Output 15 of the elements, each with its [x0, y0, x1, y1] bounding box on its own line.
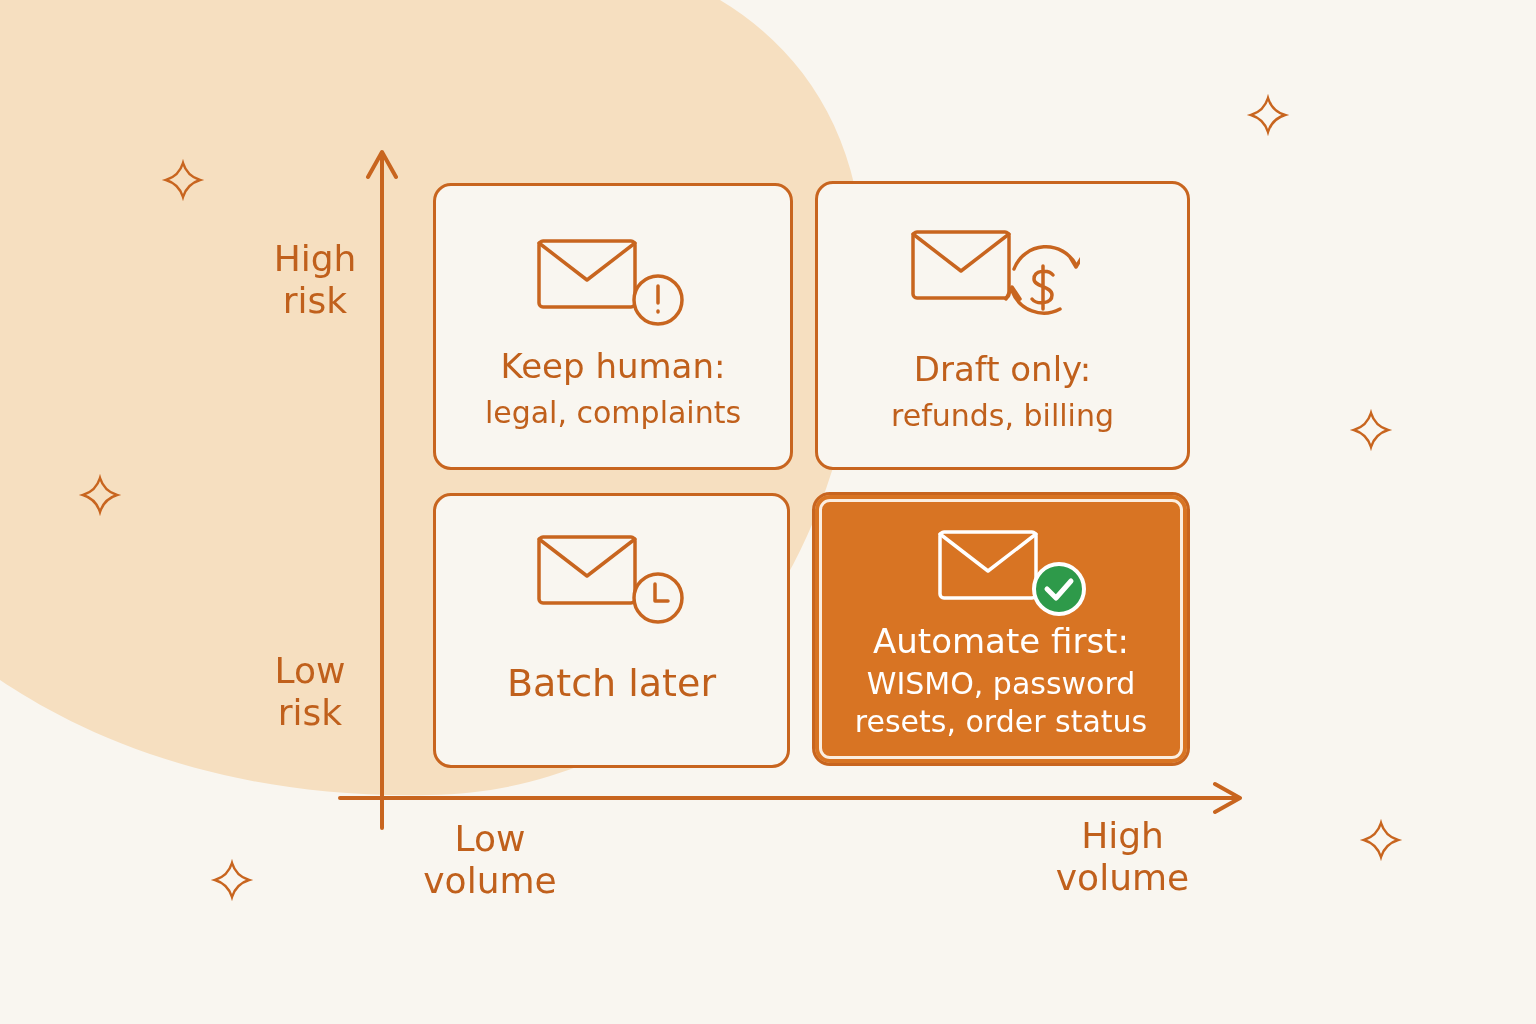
quadrant-title: Automate first: [872, 621, 1130, 661]
quadrant-card [433, 493, 790, 768]
quadrant-title: Draft only: [912, 349, 1093, 389]
highlighted-quadrant-card [812, 492, 1190, 766]
volume-axis-label: High volume [1054, 815, 1191, 899]
quadrant-title: Keep human: [499, 346, 727, 386]
risk-axis-label: High risk [272, 238, 358, 322]
risk-axis-label: Low risk [273, 650, 347, 734]
quadrant-card [815, 181, 1190, 470]
quadrant-examples: WISMO, password resets, order status [853, 665, 1149, 741]
quadrant-examples: legal, complaints [483, 394, 743, 432]
quadrant-title: Batch later [505, 661, 718, 705]
quadrant-examples: refunds, billing [890, 397, 1115, 435]
quadrant-card [433, 183, 793, 470]
volume-axis-label: Low volume [422, 818, 558, 902]
